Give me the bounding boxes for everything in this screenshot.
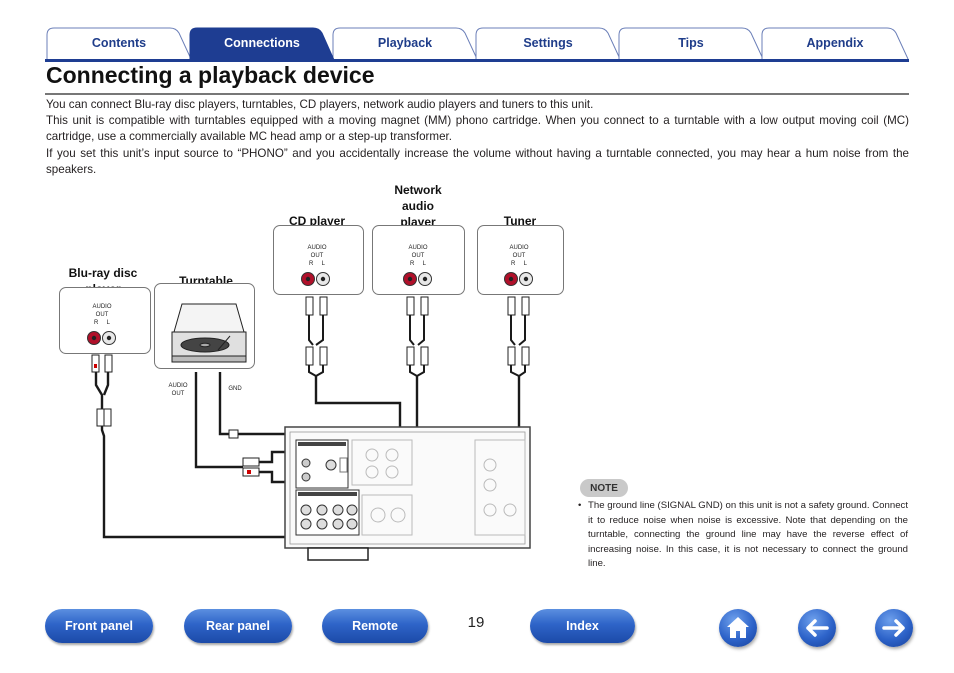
intro-paragraph: This unit is compatible with turntables … (46, 114, 909, 144)
jack-audio: AUDIO (92, 304, 112, 310)
tab-shape (761, 27, 909, 59)
jack-l: L (523, 261, 528, 267)
forward-button[interactable] (875, 609, 913, 647)
cd-jack-label: AUDIO OUT R L (295, 244, 339, 268)
rca-jacks (87, 272, 533, 345)
jack-rl: R L (396, 260, 440, 268)
jack-r: R (93, 320, 99, 326)
intro-text: You can connect Blu-ray disc players, tu… (46, 97, 909, 178)
jack-rl: R L (80, 319, 124, 327)
note-body: The ground line (SIGNAL GND) on this uni… (588, 500, 908, 570)
tab-appendix[interactable]: Appendix (761, 27, 909, 59)
plug-pair-cd-bottom (305, 346, 328, 366)
turntable-gnd-label: GND (228, 386, 242, 392)
plug-pair-tuner-top (507, 296, 530, 316)
page-number: 19 (467, 614, 485, 631)
tab-tips[interactable]: Tips (618, 27, 764, 59)
gnd-spade-connector (228, 429, 239, 439)
intro-paragraph: You can connect Blu-ray disc players, tu… (46, 98, 594, 111)
tab-label: Playback (377, 36, 433, 50)
bluray-label-line: Blu-ray disc (68, 266, 138, 280)
jack-audio: AUDIO (509, 245, 529, 251)
jack-out: OUT (310, 253, 324, 259)
tuner-panel (477, 225, 564, 295)
forward-arrow-icon (882, 619, 905, 637)
network-jack-label: AUDIO OUT R L (396, 244, 440, 268)
turntable-audio-out-label: AUDIO OUT (160, 382, 196, 398)
remote-button[interactable]: Remote (322, 609, 428, 643)
jack-r: R (308, 261, 314, 267)
note-text: • The ground line (SIGNAL GND) on this u… (578, 499, 908, 572)
tab-shape (189, 27, 335, 59)
tab-contents[interactable]: Contents (46, 27, 192, 59)
intro-paragraph: If you set this unit’s input source to “… (46, 146, 909, 176)
note-bullet: • (578, 500, 582, 511)
network-label-line: audio (402, 199, 434, 213)
note-badge: NOTE (580, 479, 628, 497)
jack-rl: R L (497, 260, 541, 268)
turntable-drawing (171, 303, 247, 363)
front-panel-button[interactable]: Front panel (45, 609, 153, 643)
index-button[interactable]: Index (530, 609, 635, 643)
jack-l: L (321, 261, 326, 267)
plug-leads (308, 315, 526, 377)
rear-panel-button[interactable]: Rear panel (184, 609, 292, 643)
tab-label: Settings (523, 36, 573, 50)
tuner-jack-label: AUDIO OUT R L (497, 244, 541, 268)
tab-label: Tips (678, 36, 704, 50)
tt-out: OUT (171, 391, 185, 397)
jack-r: R (409, 261, 415, 267)
tab-settings[interactable]: Settings (475, 27, 621, 59)
receiver-rear-panel (284, 426, 531, 561)
back-arrow-icon (806, 619, 829, 637)
tab-connections[interactable]: Connections (189, 27, 335, 59)
jack-r: R (510, 261, 516, 267)
back-button[interactable] (798, 609, 836, 647)
bluray-jack-label: AUDIO OUT R L (80, 303, 124, 327)
page-title: Connecting a playback device (46, 62, 375, 88)
plug-pair-tuner-bottom (507, 346, 530, 366)
tab-label: Connections (224, 36, 300, 50)
plug-pair-bluray-top (91, 354, 113, 373)
title-divider (45, 93, 909, 95)
tab-shape (475, 27, 621, 59)
tt-audio: AUDIO (168, 383, 188, 389)
plug-pair-network-top (406, 296, 429, 316)
plug-pair-bluray-bottom (96, 408, 112, 427)
tab-underline (45, 59, 909, 62)
tab-shape (46, 27, 192, 59)
network-player-panel (372, 225, 465, 295)
tab-label: Appendix (806, 36, 864, 50)
jack-out: OUT (512, 253, 526, 259)
jack-l: L (106, 320, 111, 326)
jack-audio: AUDIO (307, 245, 327, 251)
jack-audio: AUDIO (408, 245, 428, 251)
jack-out: OUT (95, 312, 109, 318)
plug-pair-cd-top (305, 296, 328, 316)
jack-out: OUT (411, 253, 425, 259)
jack-l: L (422, 261, 427, 267)
cd-player-label: CD player (288, 214, 346, 228)
network-label-line: Network (394, 183, 442, 197)
tab-playback[interactable]: Playback (332, 27, 478, 59)
rca-plugs (91, 296, 530, 427)
turntable-plugs (242, 457, 260, 477)
tab-label: Contents (91, 36, 147, 50)
tab-shape (618, 27, 764, 59)
tuner-label: Tuner (503, 214, 537, 228)
tab-shape (332, 27, 478, 59)
home-icon (727, 617, 749, 638)
home-button[interactable] (719, 609, 757, 647)
plug-pair-network-bottom (406, 346, 429, 366)
jack-rl: R L (295, 260, 339, 268)
